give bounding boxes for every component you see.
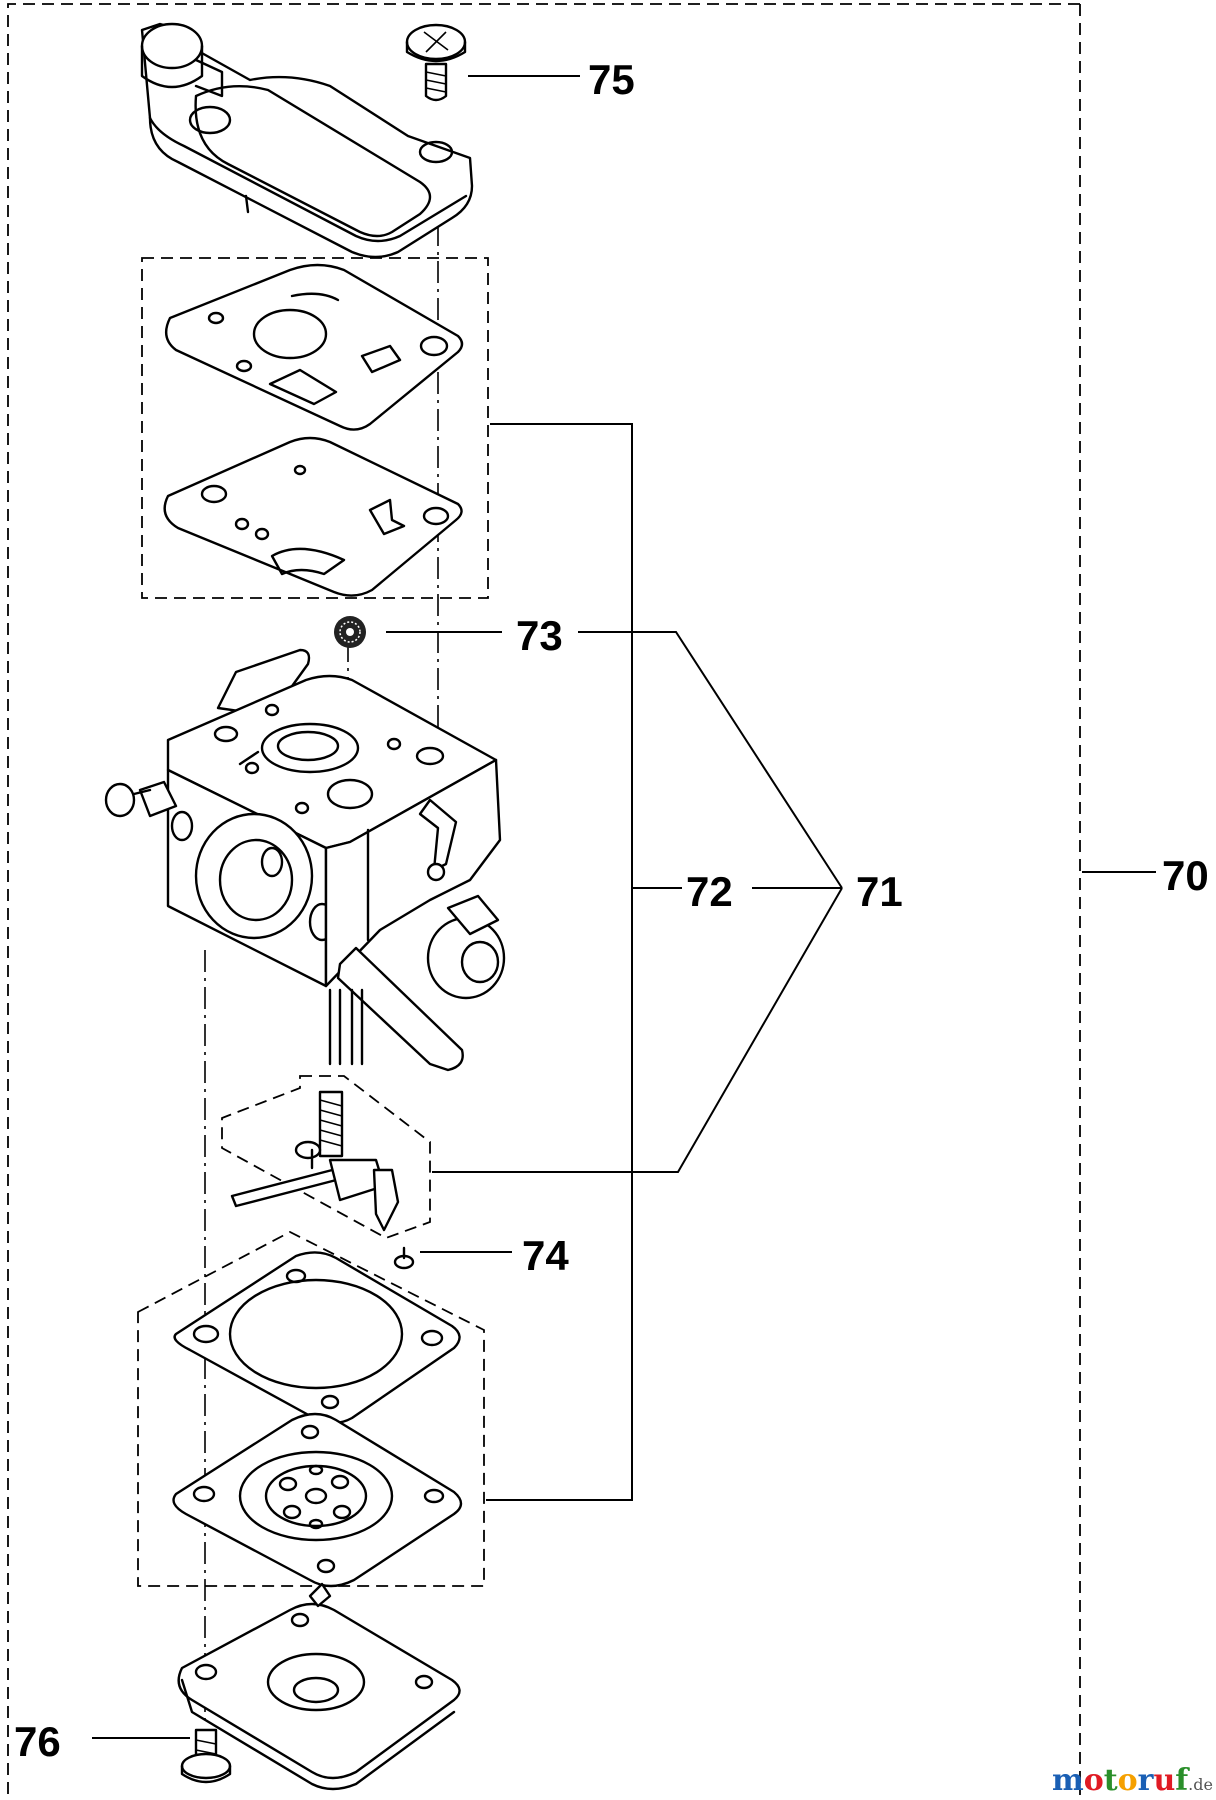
callout-76: 76 xyxy=(14,1718,61,1765)
wm-letter-o1: o xyxy=(1084,1763,1104,1798)
kit-boundary-70 xyxy=(7,3,1081,1795)
callout-74: 74 xyxy=(522,1232,569,1279)
wm-letter-f: f xyxy=(1175,1763,1190,1798)
wm-letter-r: r xyxy=(1138,1763,1155,1798)
wm-suffix: .de xyxy=(1188,1775,1213,1794)
cover-plate xyxy=(140,22,474,259)
pump-cover xyxy=(177,1582,461,1791)
upper-gasket-kit-box xyxy=(141,257,489,599)
wm-letter-o2: o xyxy=(1118,1763,1138,1798)
lower-gasket xyxy=(163,436,463,597)
screw-76-icon xyxy=(180,1728,232,1784)
leader-lines xyxy=(92,75,1156,1739)
wm-letter-m: m xyxy=(1052,1763,1084,1798)
svg-text:motoruf.de: motoruf.de xyxy=(1052,1763,1213,1798)
carburetor-body xyxy=(104,648,506,1072)
needle-valve-kit-box xyxy=(221,1075,431,1239)
needle-valve-assembly xyxy=(230,1090,400,1232)
callout-75: 75 xyxy=(588,56,635,103)
pump-gasket xyxy=(173,1251,461,1425)
callout-72: 72 xyxy=(686,868,733,915)
callout-73: 73 xyxy=(516,612,563,659)
lower-gasket-kit-box xyxy=(137,1230,485,1587)
callout-70: 70 xyxy=(1162,852,1209,899)
screw-74-icon xyxy=(393,1246,415,1270)
upper-gasket xyxy=(164,263,464,431)
filter-screen-icon xyxy=(334,616,366,648)
watermark-logo: motoruf.de xyxy=(1052,1763,1213,1798)
wm-letter-u: u xyxy=(1153,1763,1175,1798)
callout-71: 71 xyxy=(856,868,903,915)
diaphragm xyxy=(172,1412,463,1588)
screw-75-icon xyxy=(405,23,467,102)
wm-letter-t: t xyxy=(1104,1763,1118,1798)
